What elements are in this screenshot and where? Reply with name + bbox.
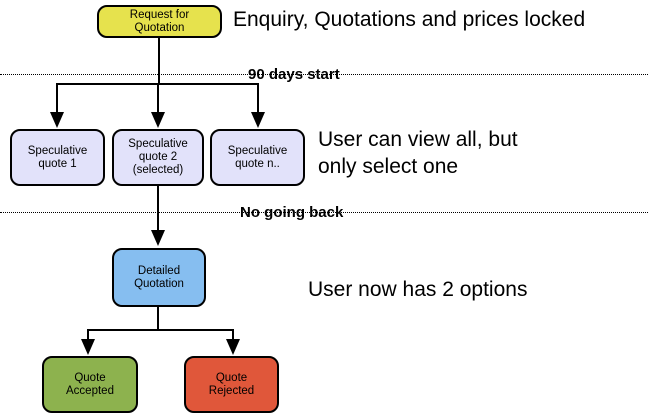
arrowhead-down-spec2 <box>151 112 165 128</box>
connector-to-accepted <box>87 329 89 343</box>
connector-branch-bottom <box>87 329 234 331</box>
connector-detailed-down <box>157 307 159 330</box>
node-speculative-quote-2-selected: Speculative quote 2 (selected) <box>112 129 204 186</box>
annotation-user-two-options: User now has 2 options <box>308 278 528 301</box>
phase-label-90-days-start: 90 days start <box>248 66 340 83</box>
arrowhead-down-rejected <box>226 339 240 355</box>
node-request-for-quotation: Request for Quotation <box>97 5 222 38</box>
arrowhead-down-spec1 <box>50 112 64 128</box>
node-detailed-quotation: Detailed Quotation <box>112 248 206 307</box>
annotation-user-can-view-all: User can view all, but only select one <box>318 128 518 178</box>
connector-to-specn <box>257 83 259 115</box>
phase-divider-line-90-days <box>0 74 648 75</box>
connector-to-spec2 <box>157 83 159 115</box>
connector-spec2-to-detailed <box>157 186 159 230</box>
node-speculative-quote-1: Speculative quote 1 <box>10 129 105 186</box>
connector-to-rejected <box>232 329 234 343</box>
node-quote-accepted: Quote Accepted <box>42 356 138 413</box>
phase-divider-line-no-going-back <box>0 212 648 213</box>
phase-label-no-going-back: No going back <box>240 204 344 221</box>
annotation-enquiry-prices-locked: Enquiry, Quotations and prices locked <box>233 8 586 31</box>
connector-request-down <box>158 37 160 83</box>
arrowhead-down-specn <box>251 112 265 128</box>
node-speculative-quote-n: Speculative quote n.. <box>210 129 305 186</box>
node-quote-rejected: Quote Rejected <box>184 356 279 413</box>
arrowhead-down-accepted <box>81 339 95 355</box>
connector-to-spec1 <box>56 83 58 115</box>
arrowhead-down-detailed <box>151 230 165 246</box>
